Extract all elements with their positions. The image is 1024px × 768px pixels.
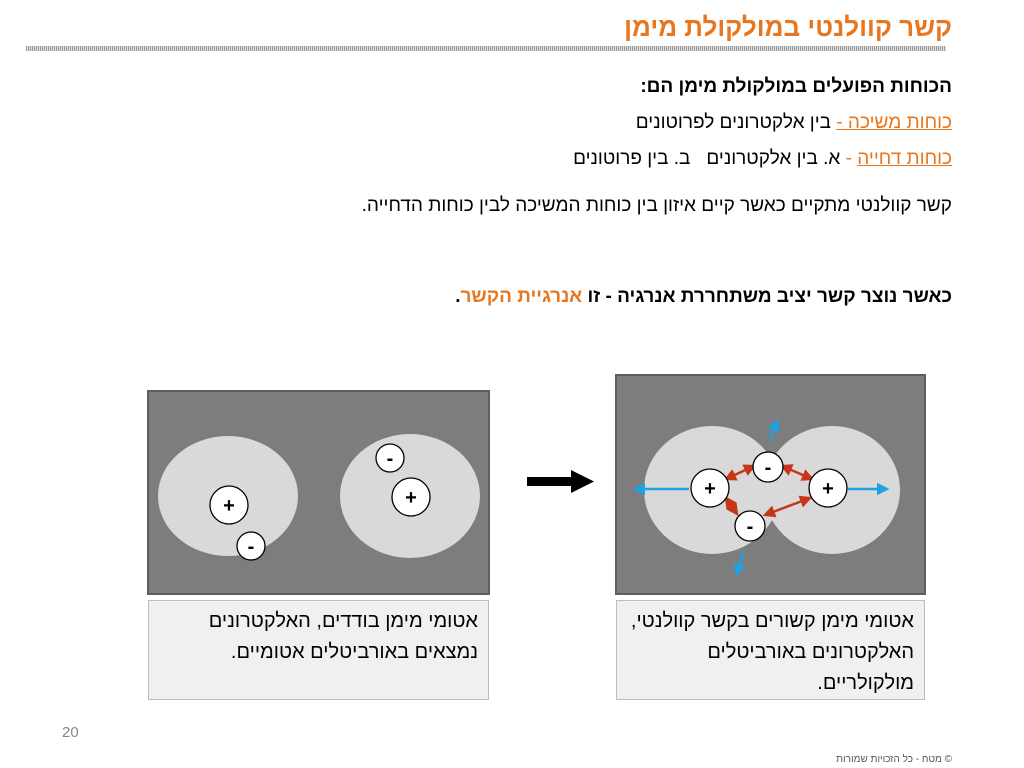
repulsion-part-a: א. בין אלקטרונים (706, 148, 841, 169)
electron-bottom: - (734, 510, 766, 542)
separate-atoms-caption: אטומי מימן בודדים, האלקטרונים נמצאים באו… (148, 600, 489, 700)
electron-right-symbol: - (387, 448, 394, 470)
attraction-arrow-4 (762, 495, 813, 518)
attraction-arrows (723, 464, 815, 518)
proton-left-symbol: + (704, 478, 716, 500)
energy-period: . (455, 286, 461, 307)
proton-right: + (391, 477, 431, 517)
electron-left-symbol: - (248, 536, 255, 558)
forces-heading: הכוחות הפועלים במולקולת מימן הם: (640, 76, 952, 97)
attraction-arrow-3 (724, 495, 739, 517)
slide-title: קשר קוולנטי במולקולת מימן (624, 12, 952, 42)
attraction-arrow-1 (723, 464, 757, 481)
electron-top: - (752, 451, 784, 483)
proton-right: + (808, 468, 848, 508)
balance-text: קשר קוולנטי מתקיים כאשר קיים איזון בין כ… (361, 195, 952, 216)
repulsion-label: כוחות דחייה (857, 148, 952, 169)
electron-top-symbol: - (765, 457, 772, 479)
energy-sentence: כאשר נוצר קשר יציב משתחררת אנרגיה - זו א… (455, 286, 952, 308)
transition-arrow (527, 470, 594, 493)
attraction-arrow-2 (779, 464, 815, 481)
title-divider (26, 46, 946, 51)
attraction-line: כוחות משיכה - בין אלקטרונים לפרוטונים (636, 112, 952, 134)
repulsion-arrows (632, 418, 890, 577)
copyright-notice: © מטח - כל הזכויות שמורות (836, 754, 952, 765)
proton-left-symbol: + (223, 495, 235, 517)
bonded-molecule-panel: + + - - (615, 374, 926, 595)
proton-right-symbol: + (822, 478, 834, 500)
repulsion-arrow-top (767, 418, 780, 441)
page-number: 20 (62, 724, 79, 741)
electron-left: - (236, 531, 266, 561)
repulsion-line: כוחות דחייה - א. בין אלקטרונים ב. בין פרו… (573, 148, 952, 170)
repulsion-dash: - (840, 148, 858, 169)
electron-bottom-symbol: - (747, 516, 754, 538)
attraction-label: כוחות משיכה - (836, 112, 952, 133)
electron-right: - (375, 443, 405, 473)
separate-atoms-panel: + - + - (147, 390, 490, 595)
attraction-text: בין אלקטרונים לפרוטונים (635, 112, 837, 133)
proton-left: + (209, 485, 249, 525)
repulsion-part-b: ב. בין פרוטונים (573, 148, 691, 169)
proton-left: + (690, 468, 730, 508)
bond-energy-term: אנרגיית הקשר (460, 286, 583, 307)
energy-text: כאשר נוצר קשר יציב משתחררת אנרגיה - זו (582, 286, 953, 307)
bonded-molecule-caption: אטומי מימן קשורים בקשר קוולנטי, האלקטרונ… (616, 600, 925, 700)
proton-right-symbol: + (405, 487, 417, 509)
repulsion-arrow-bottom (733, 551, 746, 577)
